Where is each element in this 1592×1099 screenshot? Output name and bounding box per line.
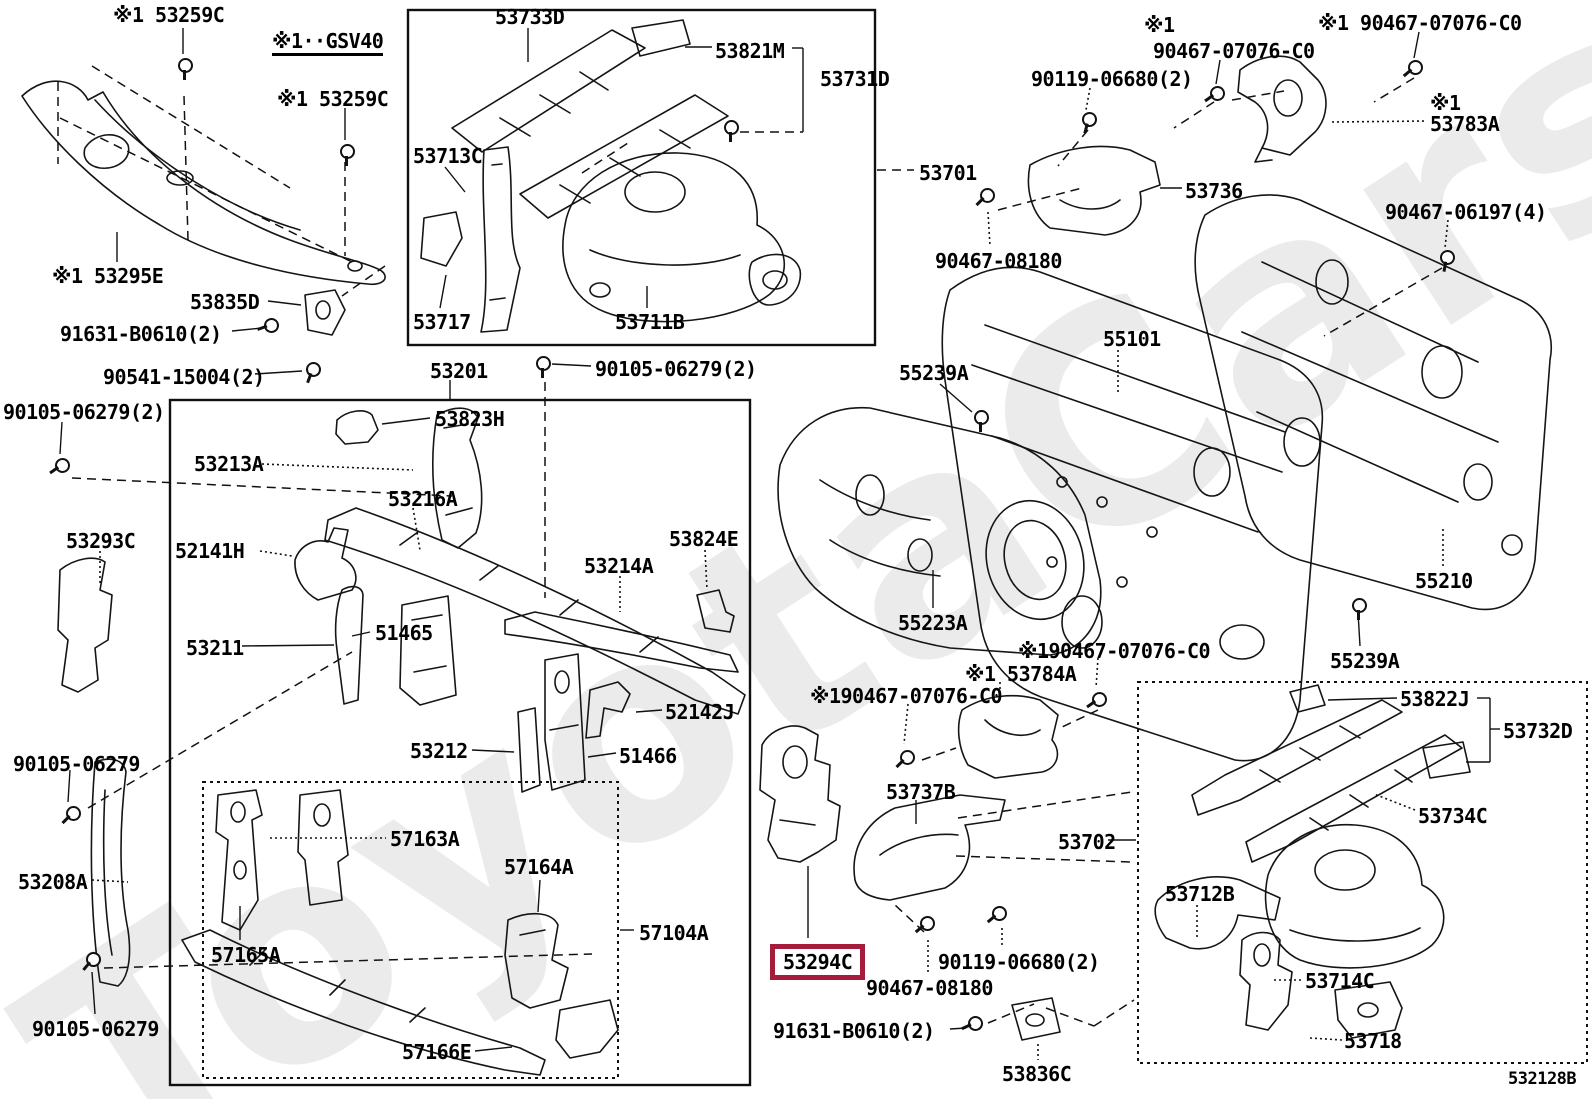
part-label: 57104A [639,921,709,945]
part-label: 53835D [190,290,260,314]
part-label: 53201 [430,359,488,383]
part-label: 51466 [619,744,677,768]
part-label: 90105-06279 [13,752,140,776]
group-leader-lines [59,28,1500,1052]
part-label: 90119-06680(2) [938,950,1100,974]
part-label: ※1 53295E [52,264,164,288]
part-label: 53212 [410,739,468,763]
part-label: 55239A [1330,649,1400,673]
part-label: 90467-06197(4) [1385,200,1547,224]
part-label: 53713C [413,144,483,168]
part-label: 532128B [1508,1069,1577,1089]
part-label: 53737B [886,780,956,804]
part-label: 57165A [211,943,281,967]
part-label: 91631-B0610(2) [60,322,222,346]
part-label: ※1 53784A [965,662,1077,686]
group-boxes [168,8,1588,1087]
part-label: ※190467-07076-C0 [1018,639,1211,663]
part-label: 53712B [1165,882,1235,906]
part-label: 53733D [495,5,565,29]
part-label: 53736 [1185,179,1243,203]
part-label: 53717 [413,310,471,334]
part-label: 90105-06279 [32,1017,159,1041]
part-label: 53293C [66,529,136,553]
part-label: 90467-07076-C0 [1153,39,1315,63]
part-label: 53783A [1430,112,1500,136]
part-label: 90467-08180 [935,249,1062,273]
part-label: 53824E [669,527,739,551]
part-label: ※1 [1430,91,1461,115]
part-label: 53213A [194,452,264,476]
part-label: 90105-06279(2) [595,357,757,381]
part-label: 53822J [1400,687,1470,711]
part-label: 53718 [1344,1029,1402,1053]
part-label: ※1 53259C [277,87,389,111]
part-label: 55223A [898,611,968,635]
part-label: 57163A [390,827,460,851]
part-label: ※1 90467-07076-C0 [1318,11,1522,35]
part-label: 53823H [435,407,505,431]
part-label-highlighted: 53294C [770,944,866,980]
part-label: 90541-15004(2) [103,365,265,389]
part-label: 53211 [186,636,244,660]
group-dotted-leaders [91,87,1449,1060]
group-part-sketches [21,19,1552,1076]
part-label: 53711B [615,310,685,334]
part-label: 53836C [1002,1062,1072,1086]
part-label: 90119-06680(2) [1031,67,1193,91]
part-label: 55210 [1415,569,1473,593]
group-dashed-lines [57,65,1443,1027]
part-label: 53216A [388,487,458,511]
part-label: 57166E [402,1040,472,1064]
part-label: 51465 [375,621,433,645]
part-label: 90467-08180 [866,976,993,1000]
part-label: 55101 [1103,327,1161,351]
part-label: ※1··GSV40 [272,30,384,56]
part-label: 53821M [715,39,785,63]
part-label: ※1 53259C [113,3,225,27]
part-label: 52141H [175,539,245,563]
part-label: 52142J [665,700,735,724]
part-label: ※190467-07076-C0 [810,684,1003,708]
part-label: 53734C [1418,804,1488,828]
part-label: 55239A [899,361,969,385]
part-label: 91631-B0610(2) [773,1019,935,1043]
part-label: 53208A [18,870,88,894]
part-label: 53701 [919,161,977,185]
part-label: 53731D [820,67,890,91]
part-label: ※1 [1144,13,1175,37]
part-label: 53214A [584,554,654,578]
part-label: 53702 [1058,830,1116,854]
part-label: 53714C [1305,969,1375,993]
part-label: 57164A [504,855,574,879]
part-label: 53732D [1503,719,1573,743]
part-label: 90105-06279(2) [3,400,165,424]
